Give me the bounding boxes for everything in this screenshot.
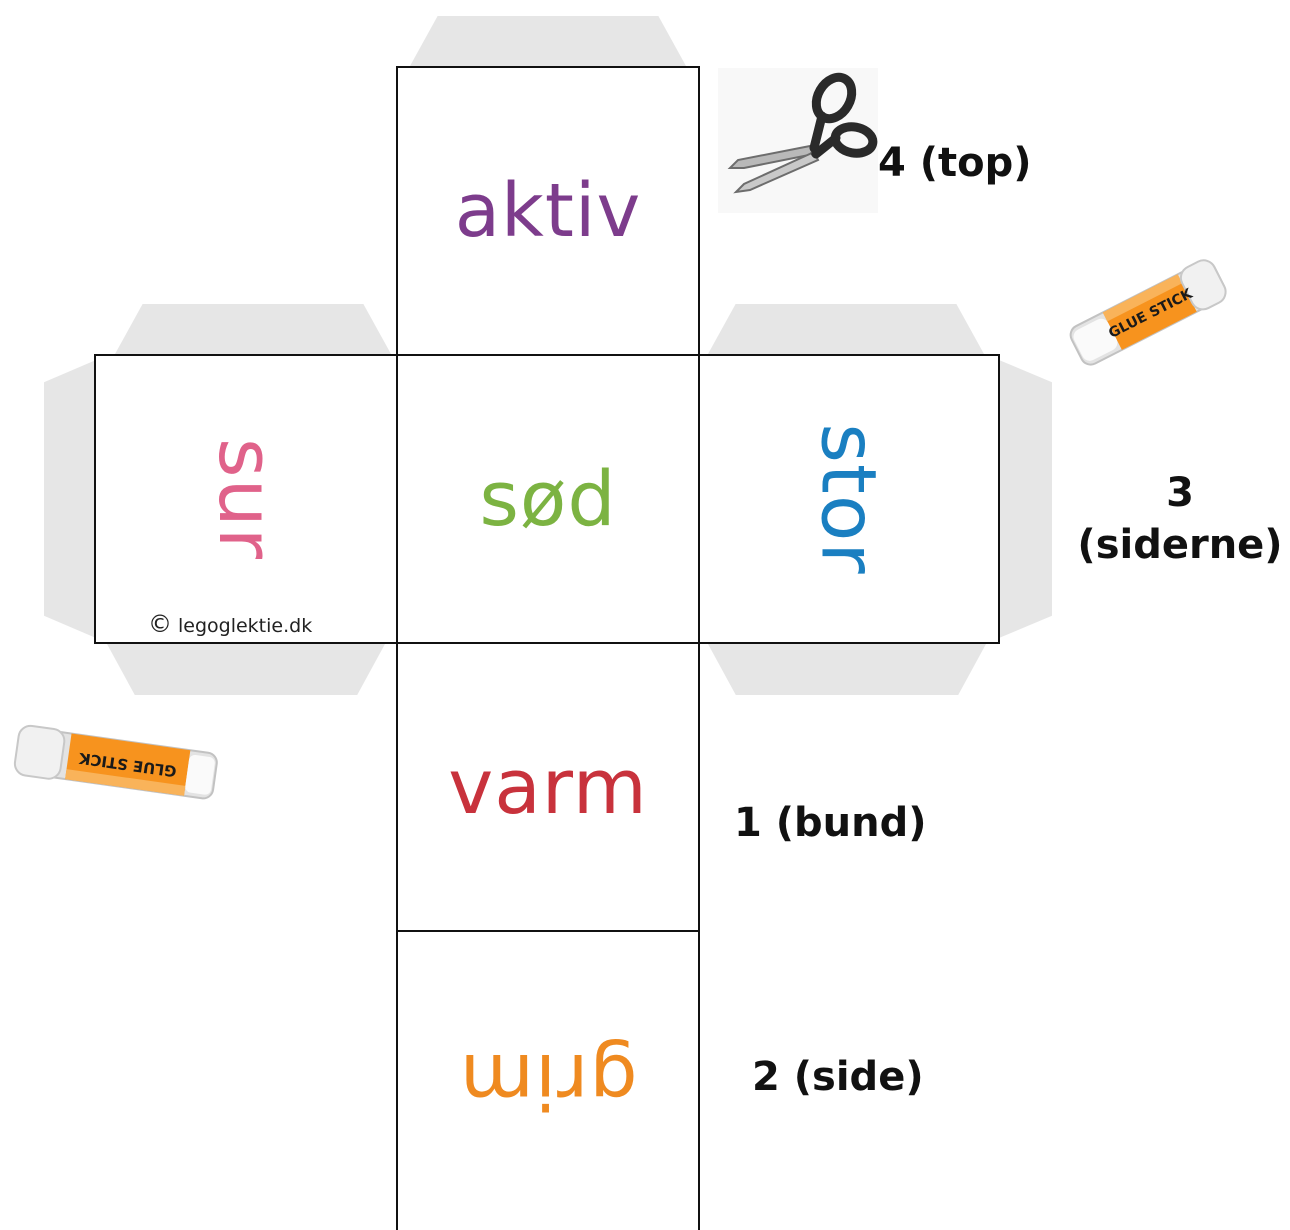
- face-word-left: sur: [201, 437, 291, 561]
- copyright-text: legoglektie.dk: [178, 615, 313, 637]
- face-left: sur: [94, 354, 398, 644]
- face-word-last: grim: [458, 1037, 638, 1126]
- glue-tab-left-bottom: [107, 644, 385, 695]
- glue-tab-far-left: [44, 360, 96, 638]
- glue-tab-top: [410, 16, 686, 66]
- copyright-symbol: ©: [148, 610, 172, 638]
- face-right: stor: [698, 354, 1000, 644]
- face-center: sød: [396, 354, 700, 644]
- face-word-right: stor: [804, 423, 894, 575]
- step-text-sides: (siderne): [1077, 522, 1283, 568]
- glue-stick-icon-right: GLUE STICK: [1050, 246, 1246, 380]
- glue-tab-far-right: [999, 360, 1052, 638]
- face-word-center: sød: [479, 454, 617, 543]
- face-bottom: varm: [396, 642, 700, 932]
- step-number-sides: 3: [1166, 470, 1194, 516]
- copyright-line: © legoglektie.dk: [148, 610, 312, 638]
- face-word-bottom: varm: [448, 742, 648, 831]
- glue-tab-right-top: [708, 304, 984, 354]
- step-label-sides: 3 (siderne): [1070, 467, 1290, 571]
- face-last: grim: [396, 930, 700, 1230]
- scissors-icon: [718, 68, 878, 213]
- glue-tab-right-bottom: [708, 644, 986, 695]
- glue-tab-left-top: [115, 304, 391, 354]
- step-label-top: 4 (top): [878, 140, 1032, 186]
- glue-stick-icon-left: GLUE STICK: [4, 706, 228, 818]
- face-word-top: aktiv: [454, 168, 642, 254]
- face-top: aktiv: [396, 66, 700, 356]
- step-label-bottom: 1 (bund): [734, 800, 927, 846]
- step-label-side: 2 (side): [752, 1054, 924, 1100]
